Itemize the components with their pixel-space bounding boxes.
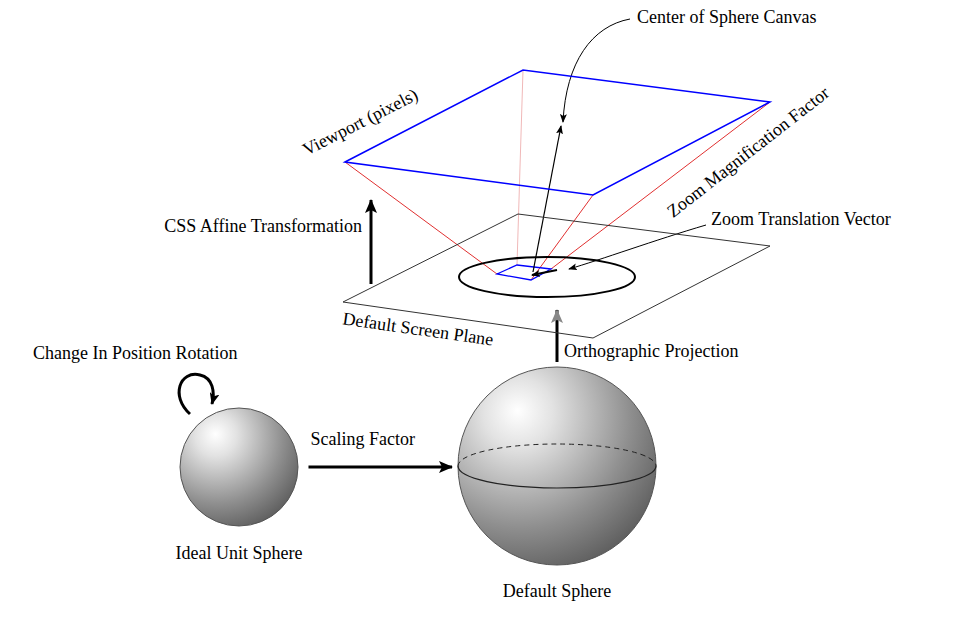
sphere-equator-back [458,444,656,466]
sphere-shape [179,407,299,527]
leader-line [569,225,706,269]
center-vector [533,126,561,272]
callout-label: Center of Sphere Canvas [637,7,816,27]
screen-plane: Default Screen Plane [343,214,770,338]
sphere-body [458,367,656,565]
edge-label: Orthographic Projection [564,341,738,361]
frustum-line [551,102,770,269]
sphere-shape [457,366,657,566]
callout-label: Zoom Magnification Factor [663,83,833,222]
sphere-equator-front [458,466,656,488]
default-sphere: Default Sphere [457,366,657,601]
sphere-projection [459,257,635,297]
rotation-label: Change In Position Rotation [33,343,238,363]
zoom-translation-arrow [532,270,557,275]
transform-arrow [370,200,373,284]
callout-label: Zoom Translation Vector [711,209,891,229]
sphere-body [180,408,298,526]
leader-line [563,19,630,122]
transform-arrow [308,466,452,469]
sphere-label: Ideal Unit Sphere [176,543,303,563]
sphere-label: Default Sphere [503,581,611,601]
plane-label: Viewport (pixels) [299,84,421,159]
unit-sphere: Ideal Unit Sphere [172,407,307,563]
edge-label: Scaling Factor [310,429,414,449]
frustum-line [517,70,523,265]
edge-label: CSS Affine Transformation [164,216,362,236]
plane-label: Default Screen Plane [341,309,494,350]
rotation-arrow [179,374,213,414]
transform-arrow [556,310,559,362]
